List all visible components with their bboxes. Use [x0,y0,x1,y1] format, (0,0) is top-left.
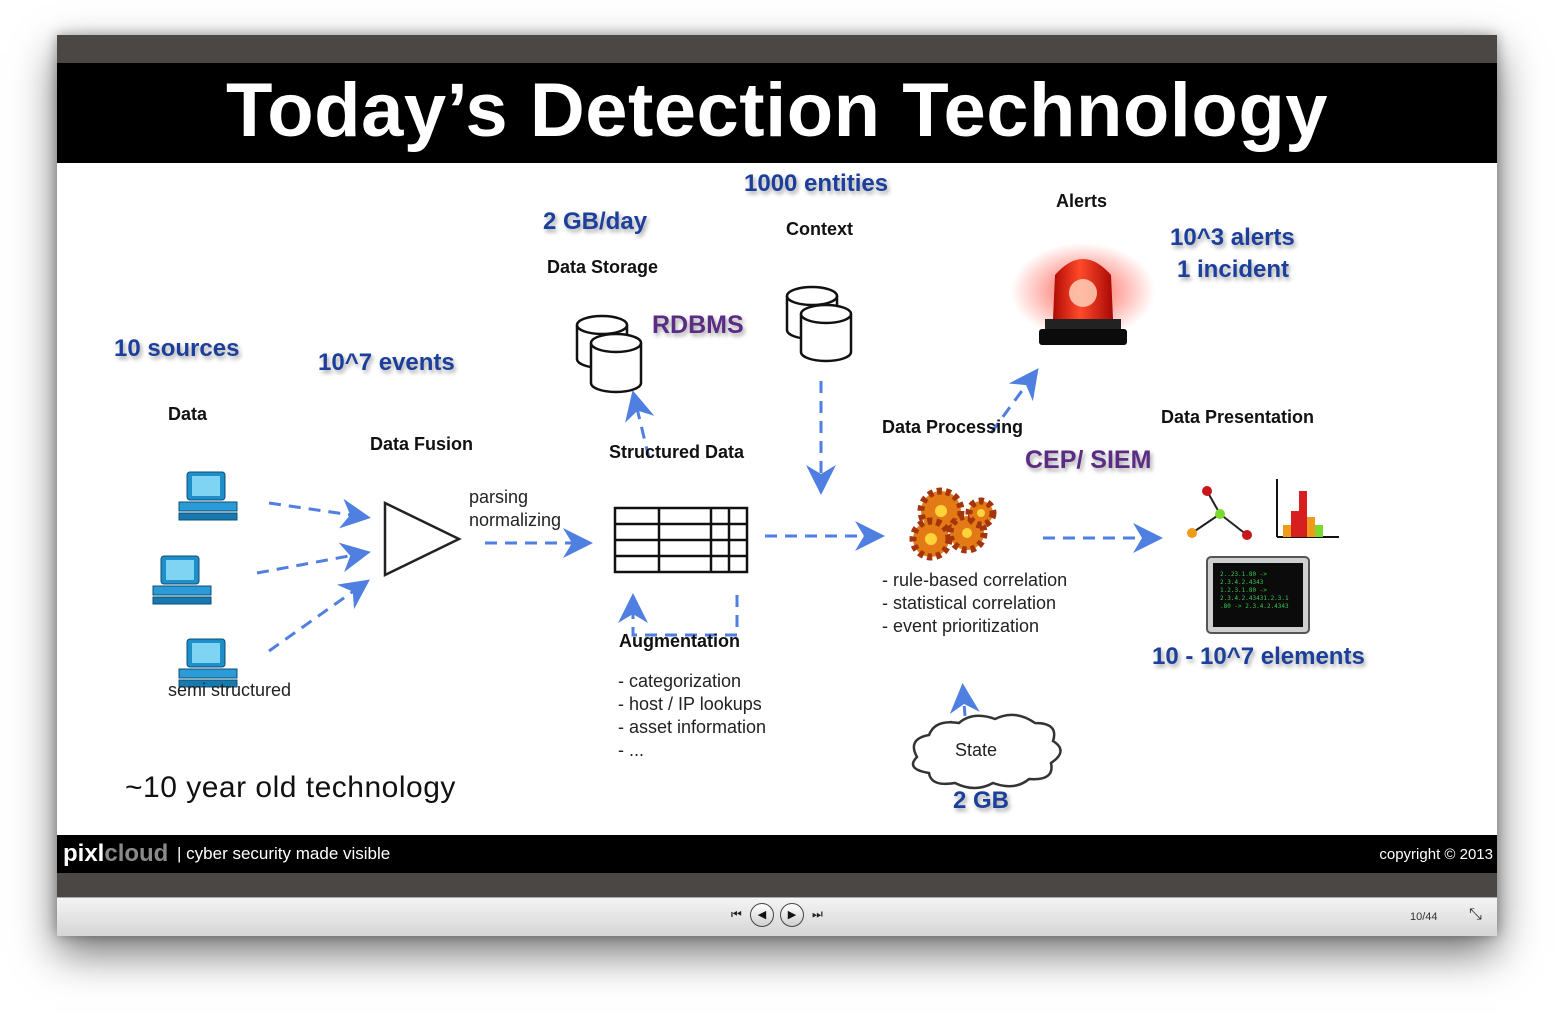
alerts-label: Alerts [1056,191,1108,211]
computer-icon [178,638,238,688]
bar-chart-icon [1276,479,1339,538]
parsing-label: parsing [469,487,529,507]
slide-title: Today’s Detection Technology [225,68,1329,153]
state-label: State [955,740,998,760]
data-storage-label: Data Storage [547,257,659,277]
playback-controls: ⏮ ◀ ▶ ⏭ 10/44 ⤡ [57,897,1497,936]
list-item: - asset information [618,717,767,737]
title-bar: Today’s Detection Technology [57,63,1497,163]
normalizing-label: normalizing [469,510,562,530]
structured-data-label: Structured Data [609,442,745,462]
elements-stat: 10 - 10^7 elements [1152,643,1365,670]
gears-icon [909,487,997,561]
semi-structured-label: semi structured [168,680,292,700]
screen-line: 2.3.4.2.43431.2.3.1 [1220,595,1289,602]
next-slide-button[interactable]: ▶ [780,903,804,927]
monitor-screen-text: 2..23.1.80 -> 2.3.4.2.4343 1.2.3.1.80 ->… [1220,571,1289,611]
events-stat: 10^7 events [318,349,455,376]
data-storage-database-icon [575,314,643,394]
structured-data-table-icon [613,506,749,574]
alerts-stat: 10^3 alerts [1170,224,1295,251]
alarm-light-icon [1011,243,1155,345]
list-item: - categorization [618,671,742,691]
list-item: - ... [618,740,644,760]
input-arrows [256,498,371,653]
cep-siem-label: CEP/ SIEM [1025,446,1152,474]
page-indicator: 10/44 [1410,911,1438,923]
first-slide-button[interactable]: ⏮ [731,907,742,921]
screen-line: .80 -> 2.3.4.2.4343 [1220,603,1289,610]
footer-bar: pixlcloud | cyber security made visible … [57,835,1497,873]
gb-per-day-stat: 2 GB/day [543,208,648,235]
context-label: Context [786,219,853,239]
list-item: - host / IP lookups [618,694,762,714]
data-processing-label: Data Processing [882,417,1024,437]
state-cloud-icon [911,713,1062,790]
list-item: - rule-based correlation [882,570,1068,590]
brand-logo: pixlcloud [63,840,168,868]
state-size-stat: 2 GB [953,787,1010,814]
flow-diagram [152,243,1339,790]
monitor-icon [1206,556,1310,634]
slide: Today’s Detection Technology [57,63,1497,873]
incident-stat: 1 incident [1177,256,1290,283]
entities-stat: 1000 entities [744,170,889,197]
data-fusion-label: Data Fusion [370,434,474,454]
brand-part-cloud: cloud [104,840,169,867]
screen-line: 2..23.1.80 -> [1220,571,1267,578]
previous-slide-button[interactable]: ◀ [750,903,774,927]
last-slide-button[interactable]: ⏭ [812,907,823,921]
data-presentation-label: Data Presentation [1161,407,1315,427]
augmentation-label: Augmentation [619,631,740,651]
sources-stat: 10 sources [114,335,240,362]
list-item: - statistical correlation [882,593,1057,613]
old-technology-note: ~10 year old technology [125,771,456,804]
exit-fullscreen-icon[interactable]: ⤡ [1469,906,1482,923]
screen-line: 2.3.4.2.4343 [1220,579,1264,586]
computer-icon [152,555,212,605]
screen-line: 1.2.3.1.80 -> [1220,587,1267,594]
fusion-triangle [383,501,462,577]
tagline-text: cyber security made visible [186,844,391,863]
context-database-icon [785,285,853,363]
processing-list: - rule-based correlation - statistical c… [882,569,1067,638]
list-item: - event prioritization [882,616,1040,636]
brand-part-pixl: pixl [63,840,105,867]
separator: | [177,844,182,863]
rdbms-label: RDBMS [652,311,744,339]
computer-icon [178,471,238,521]
augmentation-list: - categorization - host / IP lookups - a… [618,670,766,762]
presentation-window: Today’s Detection Technology [57,35,1497,936]
network-graph-icon [1187,486,1252,540]
data-label: Data [168,404,208,424]
tagline: | cyber security made visible [177,844,390,864]
copyright: copyright © 2013 [1379,846,1493,863]
